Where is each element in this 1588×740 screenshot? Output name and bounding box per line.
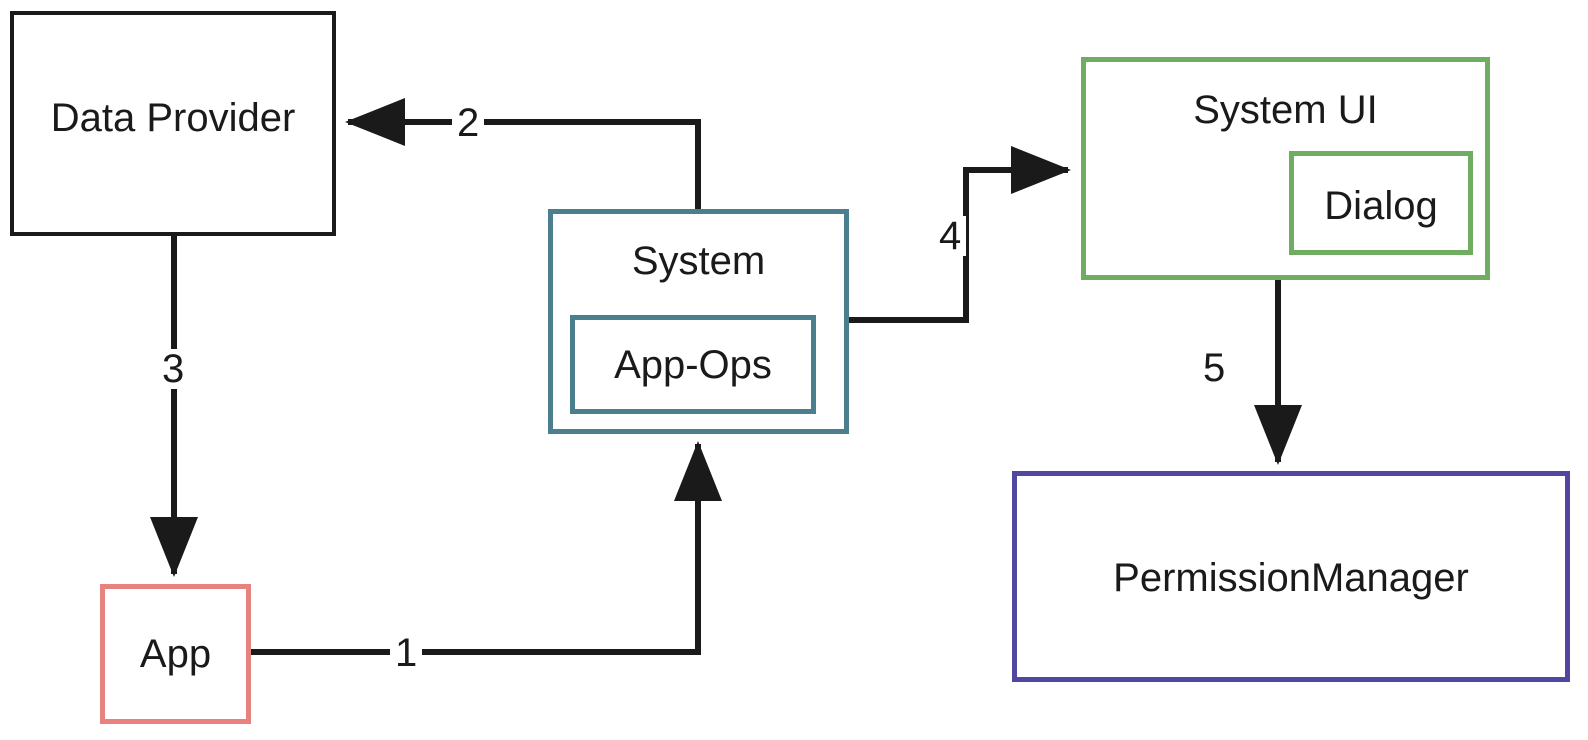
node-system-ui-label: System UI bbox=[1193, 88, 1378, 132]
node-dialog-label: Dialog bbox=[1324, 184, 1438, 228]
node-app-ops-label: App-Ops bbox=[614, 343, 772, 387]
edge-2-path bbox=[345, 98, 701, 209]
edge-label-3-to-app: 3 bbox=[157, 349, 190, 389]
node-permission-manager-label: PermissionManager bbox=[1113, 556, 1469, 600]
node-system-label: System bbox=[631, 239, 766, 283]
edge-label-1-app-to-system: 1 bbox=[390, 633, 423, 673]
node-app-ops[interactable] bbox=[570, 315, 816, 414]
node-data-provider[interactable] bbox=[10, 11, 336, 236]
node-app[interactable] bbox=[100, 584, 251, 724]
edge-label-5-to-permission-manager: 5 bbox=[1198, 348, 1231, 388]
node-data-provider-label: Data Provider bbox=[50, 96, 296, 140]
node-permission-manager[interactable] bbox=[1012, 471, 1570, 682]
node-dialog[interactable] bbox=[1289, 151, 1473, 255]
edge-label-4-to-system-ui: 4 bbox=[934, 216, 967, 256]
node-app-label: App bbox=[139, 632, 212, 676]
edge-1-path bbox=[251, 441, 722, 655]
edge-label-1-to-data-provider: 2 bbox=[452, 103, 485, 143]
